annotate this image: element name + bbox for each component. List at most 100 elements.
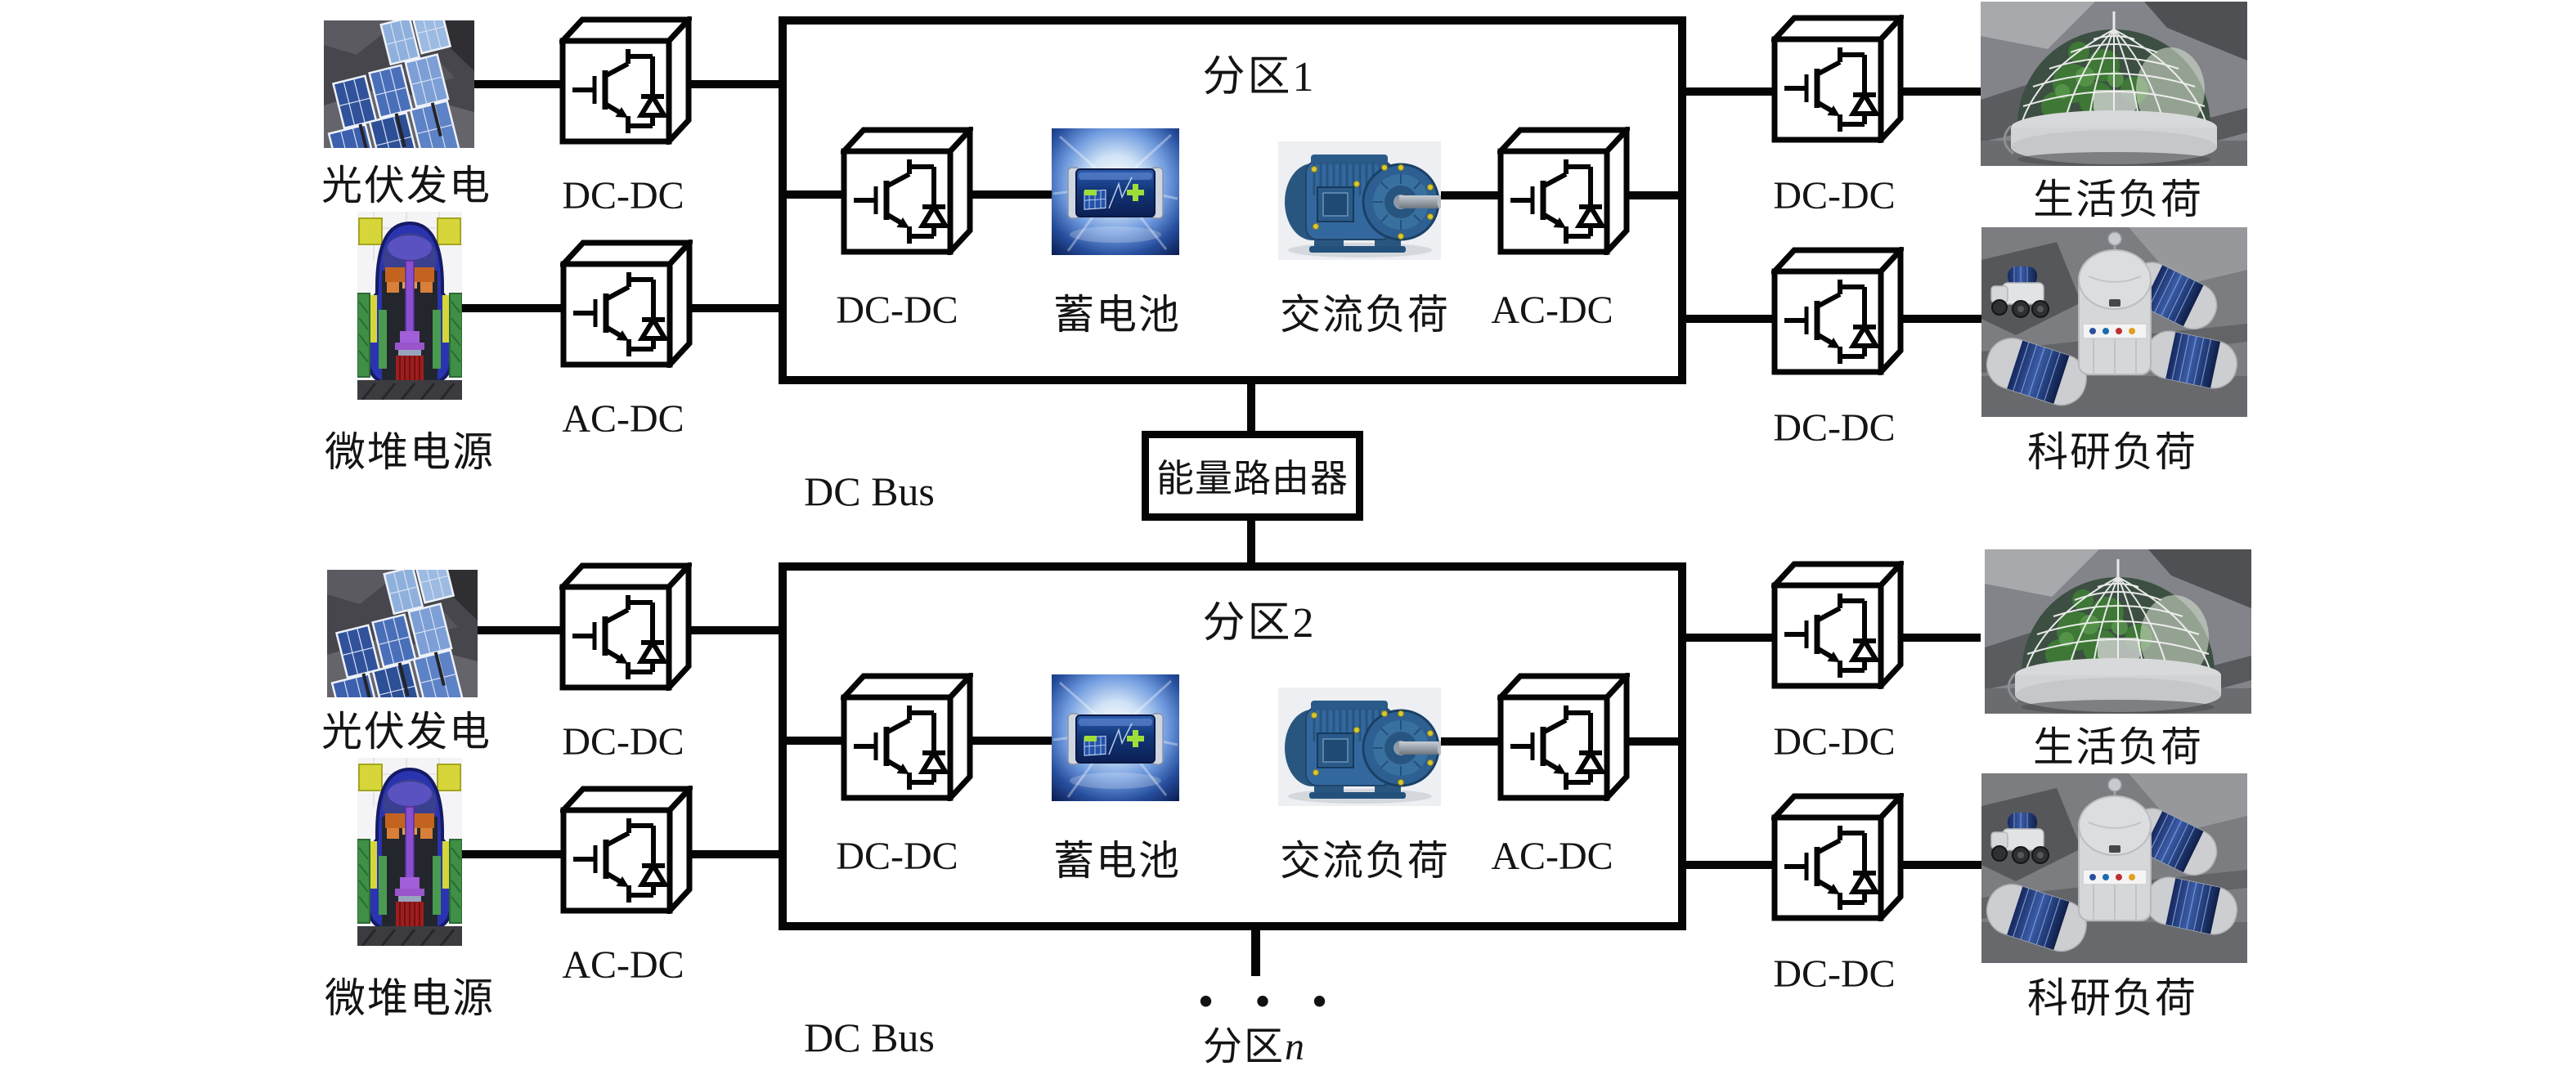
wire-converter-to-bus xyxy=(1627,737,1683,746)
wire-converter-to-research-load xyxy=(1899,861,1981,869)
wire-bus-to-battery-converter xyxy=(783,737,844,745)
wire-converter-to-battery xyxy=(972,190,1052,199)
wire-converter-to-research-load xyxy=(1899,315,1981,323)
greenhouse-dome-image xyxy=(1985,549,2251,714)
lunar-base-image xyxy=(1981,227,2247,417)
partition-box xyxy=(779,16,1686,384)
micro-reactor-image xyxy=(357,212,462,400)
igbt-diode-icon xyxy=(1501,676,1627,798)
partition-n-index: n xyxy=(1285,1025,1307,1068)
dc-bus-label: DC Bus xyxy=(804,1015,935,1060)
research-dcdc-converter-label: DC-DC xyxy=(1773,952,1896,996)
partition-title: 分区1 xyxy=(1202,54,1317,101)
micro-reactor-label: 微堆电源 xyxy=(325,975,495,1021)
battery-dcdc-converter-cube xyxy=(841,127,973,255)
partition-n-label: 分区n xyxy=(1203,1028,1306,1067)
battery-dcdc-converter-label: DC-DC xyxy=(836,289,958,332)
igbt-diode-icon xyxy=(563,243,689,365)
reactor-acdc-converter-label: AC-DC xyxy=(562,943,684,987)
wire-bus-to-life-converter xyxy=(1683,87,1775,96)
research-dcdc-converter-label: DC-DC xyxy=(1773,406,1896,450)
micro-reactor-label: 微堆电源 xyxy=(325,429,495,475)
life-load-label: 生活负荷 xyxy=(2033,724,2203,770)
partition-2-section: 光伏发电 微堆电源 DC-DC AC-DC 分区2 DC Bus DC-DC 蓄… xyxy=(0,546,2576,1075)
reactor-acdc-converter-cube xyxy=(560,240,693,368)
igbt-diode-icon xyxy=(1775,796,1901,918)
dc-bus-label: DC Bus xyxy=(804,468,935,514)
pv-dcdc-converter-label: DC-DC xyxy=(562,720,684,764)
greenhouse-dome-image xyxy=(1981,2,2247,166)
wire-bus-to-life-converter xyxy=(1683,634,1775,642)
pv-dcdc-converter-cube xyxy=(559,16,692,145)
wire-bus-to-research-converter xyxy=(1683,315,1775,323)
wire-converter-to-life-load xyxy=(1899,87,1981,96)
partition-n-prefix: 分区 xyxy=(1202,1025,1286,1068)
solar-panels-image xyxy=(327,570,478,697)
acload-acdc-converter-cube xyxy=(1497,673,1630,801)
igbt-diode-icon xyxy=(563,789,689,911)
igbt-diode-icon xyxy=(1775,18,1901,140)
ac-motor-image xyxy=(1278,141,1441,260)
energy-router-box: 能量路由器 xyxy=(1142,431,1363,521)
pv-dcdc-converter-cube xyxy=(559,562,692,691)
wire-converter-to-bus xyxy=(689,80,780,88)
battery-label: 蓄电池 xyxy=(1053,838,1181,884)
life-load-label: 生活负荷 xyxy=(2033,177,2203,222)
igbt-diode-icon xyxy=(563,566,689,688)
igbt-diode-icon xyxy=(844,676,970,798)
ac-load-label: 交流负荷 xyxy=(1280,838,1450,884)
research-dcdc-converter-cube xyxy=(1771,247,1904,375)
partition-box xyxy=(779,562,1686,930)
micro-reactor-image xyxy=(357,758,462,946)
battery-label: 蓄电池 xyxy=(1053,292,1181,338)
battery-dcdc-converter-label: DC-DC xyxy=(836,835,958,878)
wire-converter-to-bus xyxy=(689,304,780,312)
wire-bus-to-battery-converter xyxy=(783,190,844,199)
solar-panels-image xyxy=(324,20,474,148)
wire-converter-to-bus xyxy=(1627,191,1683,199)
life-dcdc-converter-cube xyxy=(1771,15,1904,143)
research-load-label: 科研负荷 xyxy=(2027,429,2197,475)
research-dcdc-converter-cube xyxy=(1771,793,1904,921)
wire-motor-to-converter xyxy=(1439,737,1501,746)
acload-acdc-converter-label: AC-DC xyxy=(1491,289,1613,332)
igbt-diode-icon xyxy=(1775,250,1901,372)
lunar-base-image xyxy=(1981,773,2247,963)
continuation-stub xyxy=(1251,930,1260,976)
reactor-acdc-converter-cube xyxy=(560,786,693,914)
battery-dcdc-converter-cube xyxy=(841,673,973,801)
router-connector-bottom xyxy=(1247,519,1255,565)
life-dcdc-converter-label: DC-DC xyxy=(1773,720,1896,764)
battery-image xyxy=(1052,674,1179,801)
pv-dcdc-converter-label: DC-DC xyxy=(562,174,684,217)
wire-motor-to-converter xyxy=(1439,191,1501,199)
ac-motor-image xyxy=(1278,688,1441,806)
partition-1-section: 光伏发电 微堆电源 DC-DC AC-DC 分区1 DC Bus DC-DC 蓄… xyxy=(321,0,2576,514)
life-dcdc-converter-cube xyxy=(1771,561,1904,689)
pv-generation-label: 光伏发电 xyxy=(321,709,491,755)
ellipsis-dots: • • • xyxy=(1196,984,1343,1020)
wire-converter-to-bus xyxy=(689,850,780,858)
reactor-acdc-converter-label: AC-DC xyxy=(562,397,684,441)
wire-converter-to-bus xyxy=(689,626,780,634)
wire-converter-to-life-load xyxy=(1899,634,1981,642)
wire-pv-to-converter xyxy=(473,80,561,88)
wire-reactor-to-converter xyxy=(460,304,562,312)
pv-generation-label: 光伏发电 xyxy=(321,163,491,208)
router-connector-top xyxy=(1247,381,1255,432)
acload-acdc-converter-label: AC-DC xyxy=(1491,835,1613,878)
ac-load-label: 交流负荷 xyxy=(1280,292,1450,338)
igbt-diode-icon xyxy=(844,130,970,252)
igbt-diode-icon xyxy=(1501,130,1627,252)
battery-image xyxy=(1052,128,1179,255)
wire-pv-to-converter xyxy=(473,626,561,634)
partition-title: 分区2 xyxy=(1202,600,1317,647)
acload-acdc-converter-cube xyxy=(1497,127,1630,255)
energy-router-label: 能量路由器 xyxy=(1156,458,1349,499)
igbt-diode-icon xyxy=(1775,564,1901,686)
life-dcdc-converter-label: DC-DC xyxy=(1773,174,1896,217)
research-load-label: 科研负荷 xyxy=(2027,975,2197,1021)
wire-bus-to-research-converter xyxy=(1683,861,1775,869)
wire-reactor-to-converter xyxy=(460,850,562,858)
igbt-diode-icon xyxy=(563,20,689,141)
